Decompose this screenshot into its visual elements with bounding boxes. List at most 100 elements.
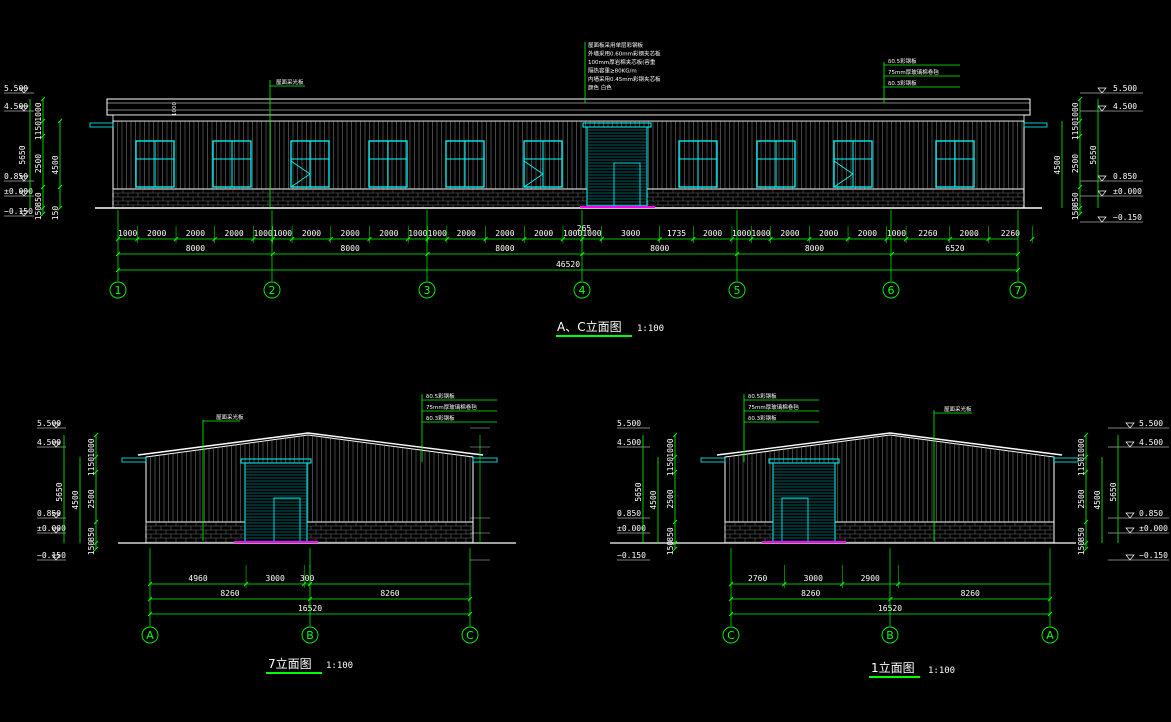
main-vdim-left-3: 2500 [34, 154, 43, 173]
svg-text:4: 4 [579, 284, 586, 297]
side1-vdim-left-2: 1150 [666, 457, 675, 476]
main-dim-row1-23: 2000 [819, 229, 838, 238]
main-gutter-right [1023, 122, 1048, 128]
svg-text:4.500: 4.500 [37, 438, 61, 447]
main-axis-7: 7 [1009, 210, 1027, 299]
side1-level-left-5: −0.150 [617, 551, 646, 560]
main-axis-6: 6 [882, 210, 900, 299]
svg-text:B: B [886, 629, 894, 642]
side7-levels: 5.5004.5000.850±0.000−0.1501000115025008… [37, 419, 490, 561]
main-wall [112, 120, 1025, 190]
svg-text:5.500: 5.500 [37, 419, 61, 428]
main-dim-row2-5: 8000 [805, 244, 824, 253]
side1-door [762, 458, 846, 543]
side1-levels: 5.5004.5000.850±0.000−0.1501000115025008… [617, 419, 1169, 561]
main-windows [135, 140, 975, 188]
main-vdim-right-4: 850 [1071, 192, 1080, 207]
main-level-right-5: −0.150 [1080, 213, 1143, 223]
main-dim-row2-6: 6520 [945, 244, 964, 253]
side7-roof-line [137, 432, 484, 456]
main-dim-row1-8: 2000 [341, 229, 360, 238]
side1-vdim-left-3: 2500 [666, 489, 675, 508]
main-gutter-left [89, 122, 114, 128]
side1-vdim2-left-1: 5650 [634, 482, 643, 501]
main-dim-row1-22: 2000 [780, 229, 799, 238]
side1-level-right-5: −0.150 [1108, 551, 1169, 561]
svg-text:A: A [1046, 629, 1054, 642]
side7-title-block: 7立面图 1:100 [266, 656, 353, 674]
main-dim-row1-25: 1000 [887, 229, 906, 238]
main-axis-5: 5 [728, 210, 746, 299]
svg-text:5.500: 5.500 [1113, 84, 1137, 93]
main-dim-265: 265 [577, 224, 592, 233]
side7-note-small: 屋面采光板 [216, 413, 244, 421]
svg-text:−0.150: −0.150 [1113, 213, 1142, 222]
side7-axis-C: C [461, 548, 479, 644]
side1-axis-B: B [881, 548, 899, 644]
main-vdim-left-2: 1150 [34, 121, 43, 140]
side7-vdim2-2: 4500 [71, 490, 80, 509]
side7-vdim-left-3: 2500 [87, 489, 96, 508]
svg-text:6: 6 [888, 284, 895, 297]
main-window-2 [212, 140, 252, 188]
main-level-right-2: 4.500 [1080, 102, 1143, 112]
main-note-right-line-2: 75mm厚玻璃棉卷毡 [888, 68, 939, 76]
side1-dim-row1-2: 3000 [804, 574, 823, 583]
main-elevation [89, 98, 1048, 209]
main-parapet [106, 98, 1031, 116]
side1-dim-row1-3: 2900 [861, 574, 880, 583]
main-title: A、C立面图 [557, 319, 622, 334]
main-dim-row2-2: 8000 [341, 244, 360, 253]
main-dim-row1-10: 1000 [408, 229, 427, 238]
side7-door [234, 458, 318, 543]
side7-dim-row1-1: 4960 [188, 574, 207, 583]
side1-note-small: 屋面采光板 [944, 405, 972, 413]
main-note-center: 屋面板采用单层彩钢板外墙采用0.60mm彩钢夹芯板100mm厚岩棉夹芯板(容重隔… [588, 41, 661, 92]
main-note-center-line-3: 100mm厚岩棉夹芯板(容重 [588, 58, 656, 66]
svg-text:3: 3 [424, 284, 431, 297]
main-note-right-line-1: δ0.5彩钢板 [888, 57, 917, 65]
main-brick-pattern [112, 189, 1024, 208]
main-axis-4: 4 [573, 210, 591, 299]
side1-level-left-3: 0.850 [617, 509, 641, 518]
side7-vdim-left-5: 150 [87, 541, 96, 556]
side1-vdim-right-5: 150 [1077, 541, 1086, 556]
main-dim-row1-12: 2000 [457, 229, 476, 238]
main-window-6 [523, 140, 563, 188]
main-dim-row1-15: 1000 [563, 229, 582, 238]
main-vdim2-left-1: 4500 [51, 155, 60, 174]
main-window-8 [756, 140, 796, 188]
svg-text:4.500: 4.500 [1113, 102, 1137, 111]
svg-text:C: C [466, 629, 474, 642]
svg-text:0.850: 0.850 [1113, 172, 1137, 181]
main-vdim-right-1: 1000 [1071, 102, 1080, 121]
side1-vdim-left-4: 850 [666, 527, 675, 542]
side7-dim-row2-1: 8260 [220, 589, 239, 598]
svg-text:5.500: 5.500 [1139, 419, 1163, 428]
main-annotations: 屋面采光板 屋面板采用单层彩钢板外墙采用0.60mm彩钢夹芯板100mm厚岩棉夹… [172, 41, 960, 207]
side1-vdim-right-2: 1150 [1077, 457, 1086, 476]
main-level-right-3: 0.850 [1080, 172, 1143, 182]
main-dim-row1-28: 2260 [1001, 229, 1020, 238]
main-window-10 [935, 140, 975, 188]
side1-level-left-4: ±0.000 [617, 524, 646, 533]
side7-dim-row1-3: 300 [300, 574, 315, 583]
side7-vdim-left-1: 1000 [87, 438, 96, 457]
main-note-center-line-4: 隔热容重≥80KG/m [588, 67, 637, 75]
side1-vdim-left-1: 1000 [666, 438, 675, 457]
side7-dim-row2-2: 8260 [380, 589, 399, 598]
svg-text:±0.000: ±0.000 [1139, 524, 1168, 533]
main-dim-row1-16: 1000 [582, 229, 601, 238]
side1-level-right-4: ±0.000 [1108, 524, 1169, 534]
side1-note-line-2: 75mm厚玻璃棉卷毡 [748, 403, 799, 411]
main-vdim2-right-1: 4500 [1053, 155, 1062, 174]
side7-axis-B: B [301, 548, 319, 644]
main-dim-row1-17: 3000 [621, 229, 640, 238]
main-vdim-right-5: 150 [1071, 206, 1080, 221]
side1-dim-row2-2: 8260 [961, 589, 980, 598]
side1-axis-C: C [722, 548, 740, 644]
